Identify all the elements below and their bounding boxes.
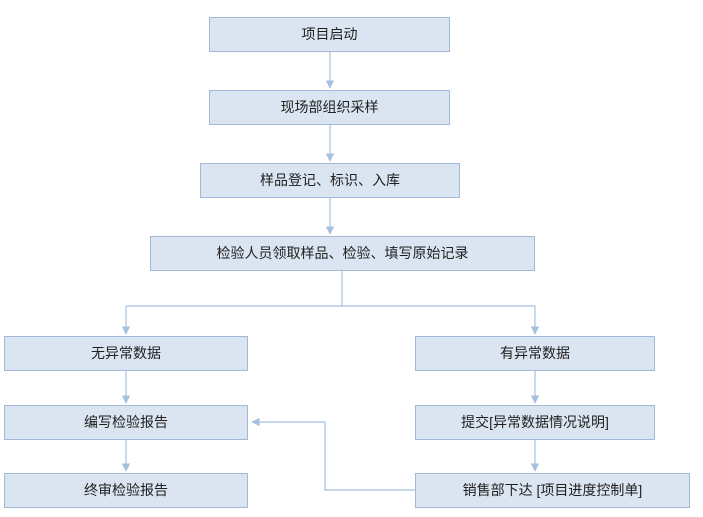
node-sales-issue-control: 销售部下达 [项目进度控制单] [415,473,690,508]
node-project-start: 项目启动 [209,17,450,52]
node-final-review-label: 终审检验报告 [84,482,168,499]
node-site-sampling: 现场部组织采样 [209,90,450,125]
node-abnormal-data: 有异常数据 [415,336,655,371]
node-no-abnormal-data-label: 无异常数据 [91,345,161,362]
node-no-abnormal-data: 无异常数据 [4,336,248,371]
node-final-review: 终审检验报告 [4,473,248,508]
node-submit-explanation-label: 提交[异常数据情况说明] [461,414,609,431]
node-sample-registration: 样品登记、标识、入库 [200,163,460,198]
connector-salesissue-to-writereport [251,417,415,491]
node-project-start-label: 项目启动 [301,26,358,43]
node-sales-issue-control-label: 销售部下达 [项目进度控制单] [462,482,643,499]
node-write-report: 编写检验报告 [4,405,248,440]
node-write-report-label: 编写检验报告 [84,414,168,431]
node-inspection-record-label: 检验人员领取样品、检验、填写原始记录 [216,245,469,262]
node-sample-registration-label: 样品登记、标识、入库 [260,172,400,189]
node-inspection-record: 检验人员领取样品、检验、填写原始记录 [150,236,535,271]
node-abnormal-data-label: 有异常数据 [500,345,570,362]
node-site-sampling-label: 现场部组织采样 [280,99,379,116]
node-submit-explanation: 提交[异常数据情况说明] [415,405,655,440]
